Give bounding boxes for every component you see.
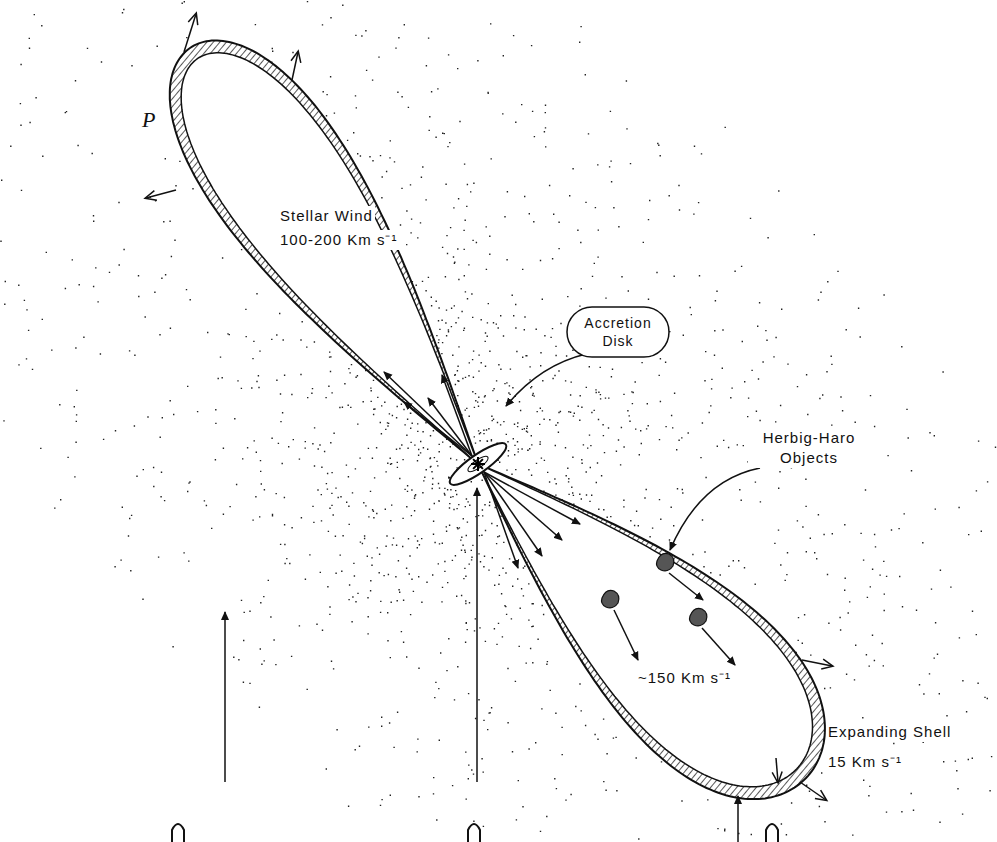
herbig-haro-object — [602, 590, 619, 608]
expansion-arrow — [292, 52, 298, 80]
wind-cavity — [181, 53, 478, 464]
wind-arrow — [484, 472, 542, 556]
bubble-shape — [567, 307, 669, 357]
label-text: Stellar Wind — [278, 206, 375, 226]
expanding-shell — [478, 464, 825, 799]
expansion-arrow — [146, 190, 176, 198]
disk-hole — [466, 454, 490, 474]
herbig-haro-object — [690, 608, 707, 626]
callout-text: Accretion Disk — [572, 314, 664, 350]
expanding-shell — [170, 41, 478, 465]
star-symbol — [471, 457, 485, 471]
expansion-arrow — [802, 660, 832, 666]
hh-motion-arrow — [614, 610, 638, 660]
label-text: P — [140, 110, 158, 130]
leader-line — [506, 354, 586, 406]
label-text: Expanding Shell — [826, 722, 953, 742]
profile-glyph — [172, 824, 184, 842]
expansion-arrow — [776, 758, 778, 782]
wind-arrow — [484, 472, 518, 568]
label-text: ~150 Km s⁻¹ — [636, 668, 733, 688]
profile-glyph — [766, 824, 778, 842]
wind-cavity — [478, 464, 813, 787]
callout-bubble: Accretion Disk — [566, 306, 670, 358]
expansion-arrow — [800, 782, 826, 800]
expansion-arrow — [184, 14, 196, 52]
leader-line — [670, 468, 760, 550]
hh-motion-arrow — [669, 573, 703, 600]
pointer-arrow — [476, 488, 478, 782]
pointer-arrow — [224, 612, 226, 782]
pointer-arrow — [737, 796, 739, 842]
wind-arrow — [442, 375, 472, 456]
label-text: 15 Km s⁻¹ — [826, 752, 904, 772]
bubble-outline — [566, 306, 670, 358]
wind-arrow — [428, 398, 472, 456]
wind-arrow — [484, 472, 580, 524]
herbig-haro-object — [657, 553, 674, 571]
label-text: Herbig-Haro Objects — [748, 428, 870, 468]
hh-motion-arrow — [702, 628, 735, 665]
profile-glyph — [468, 824, 480, 842]
label-text: 100-200 Km s⁻¹ — [278, 230, 399, 250]
wind-arrow — [384, 372, 472, 456]
accretion-disk — [445, 437, 511, 491]
